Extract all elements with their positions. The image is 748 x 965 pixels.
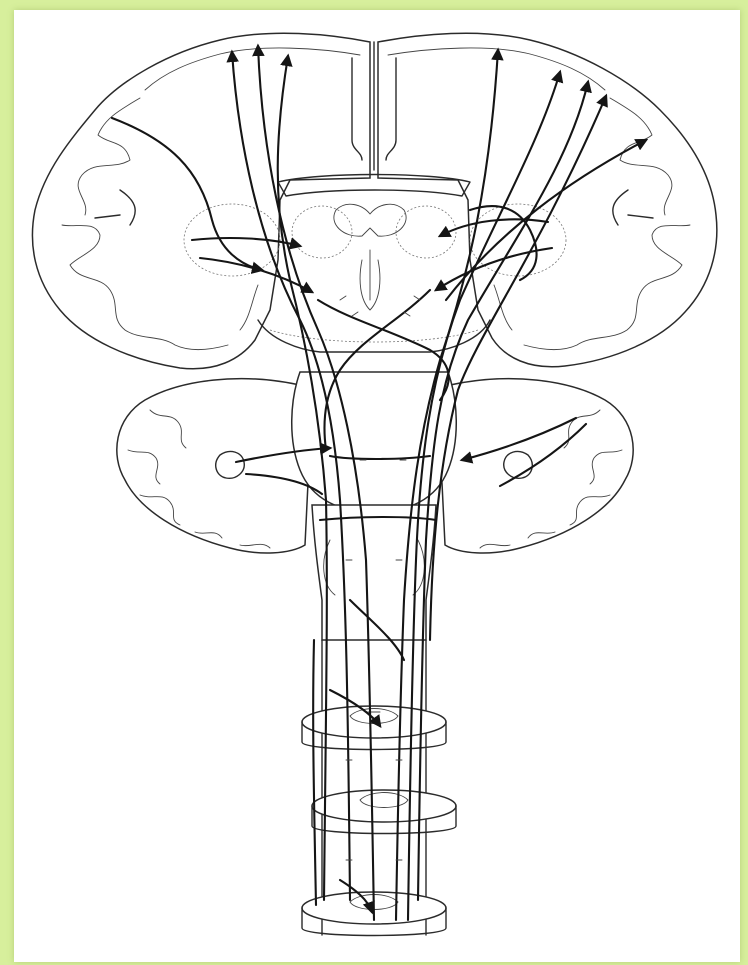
cerebrum (32, 33, 716, 369)
spinal-segment-thoracic (312, 790, 456, 834)
left-hemisphere (32, 33, 370, 369)
cerebellum-left-lobe (117, 379, 312, 553)
right-hemisphere (378, 33, 717, 367)
lateral-tract-left (313, 640, 316, 905)
corpus-callosum (278, 175, 470, 197)
spinal-segment-cervical (302, 706, 446, 750)
central-ventricles (334, 204, 406, 310)
